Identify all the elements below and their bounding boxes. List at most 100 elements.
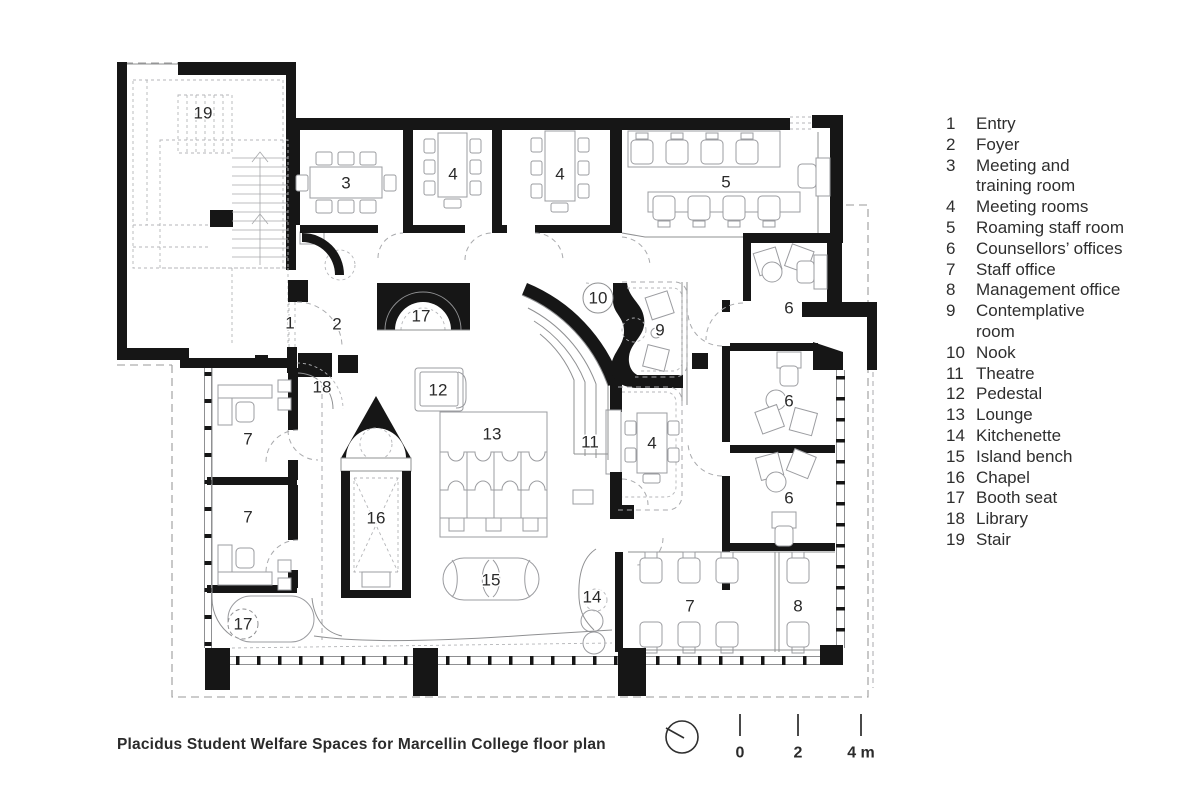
counsellor-offices-walls xyxy=(681,233,877,590)
legend-item-label: Booth seat xyxy=(976,488,1058,508)
room-number-label: 14 xyxy=(583,588,602,607)
legend-item: 7 Staff office xyxy=(946,260,1146,281)
room-number-label: 12 xyxy=(429,381,448,400)
legend-item-number: 1 xyxy=(946,114,956,133)
room-number-label: 2 xyxy=(332,315,341,334)
legend-item-number: 7 xyxy=(946,259,956,279)
legend-item-label: Meeting rooms xyxy=(976,197,1089,217)
scale-label: 2 xyxy=(794,745,803,762)
booth-arch xyxy=(377,283,470,331)
legend-item: 6 Counsellors’ offices xyxy=(946,239,1146,260)
left-offices xyxy=(180,358,319,648)
legend-item-label: Library xyxy=(976,509,1028,529)
room3-furniture xyxy=(295,151,397,214)
room-number-label: 9 xyxy=(655,321,664,340)
legend-item-label: Theatre xyxy=(976,363,1035,383)
legend-item-label: Island bench xyxy=(976,446,1073,466)
room-number-label: 4 xyxy=(448,165,457,184)
room-number-label: 7 xyxy=(243,508,252,527)
theatre-walls xyxy=(522,283,634,519)
legend-item-number: 8 xyxy=(946,280,956,300)
north-arrow-icon xyxy=(665,720,699,754)
legend-item-number: 12 xyxy=(946,384,965,404)
room-number-label: 4 xyxy=(647,434,656,453)
room-number-label: 6 xyxy=(784,392,793,411)
legend-item-number: 18 xyxy=(946,509,965,529)
legend-item-label: Pedestal xyxy=(976,384,1043,404)
room-number-label: 19 xyxy=(194,104,213,123)
room-number-label: 7 xyxy=(243,430,252,449)
legend-item-label: Nook xyxy=(976,342,1016,362)
room-number-label: 16 xyxy=(367,509,386,528)
legend-item-number: 3 xyxy=(946,155,956,175)
room-number-label: 7 xyxy=(685,597,694,616)
room-number-label: 10 xyxy=(589,289,608,308)
bottom-offices xyxy=(615,537,835,654)
room-number-label: 11 xyxy=(581,433,599,452)
room-number-label: 17 xyxy=(234,615,253,634)
legend-item-label: Staff office xyxy=(976,259,1056,279)
top-rooms-walls xyxy=(290,115,843,266)
counsellor-offices-furniture xyxy=(752,243,828,547)
bottom-booth-and-floor-edge xyxy=(211,368,613,649)
room4-centre xyxy=(618,386,683,511)
legend-item-number: 10 xyxy=(946,342,965,362)
legend-item-label: Kitchenette xyxy=(976,425,1062,445)
legend-item-label: Lounge xyxy=(976,405,1033,425)
legend-item-label: Counsellors’ offices xyxy=(976,238,1123,258)
room-number-label: 6 xyxy=(784,299,793,318)
legend-item-number: 5 xyxy=(946,217,956,237)
room-label-circle xyxy=(582,282,614,314)
room-number-label: 1 xyxy=(285,314,294,333)
legend-item-label: Chapel xyxy=(976,467,1030,487)
legend-item: 10 Nook xyxy=(946,343,1146,364)
scale-label: 0 xyxy=(736,745,745,762)
legend-item-number: 17 xyxy=(946,488,965,508)
chapel xyxy=(340,396,412,598)
legend-item-label: Entry xyxy=(976,114,1016,133)
legend-item-label: Contemplative room xyxy=(976,301,1085,341)
legend-item-label: Foyer xyxy=(976,134,1020,154)
room-number-label: 17 xyxy=(412,307,431,326)
legend-item: 19 Stair xyxy=(946,530,1146,551)
entry-foyer-walls xyxy=(255,231,358,410)
room-number-label: 8 xyxy=(793,597,802,616)
legend-item: 18 Library xyxy=(946,509,1146,530)
legend-item-label: Stair xyxy=(976,529,1011,549)
scale-bar: 0 2 4 m xyxy=(736,714,875,762)
scale-label: 4 m xyxy=(847,745,875,762)
legend-item: 13 Lounge xyxy=(946,405,1146,426)
legend-item: 1 Entry xyxy=(946,114,1146,135)
legend-item-number: 19 xyxy=(946,529,965,549)
legend-item-number: 16 xyxy=(946,467,965,487)
nook-room9 xyxy=(585,281,688,388)
room-number-label: 5 xyxy=(721,173,730,192)
room-number-label: 6 xyxy=(784,489,793,508)
site-boundary-dashed xyxy=(117,62,874,698)
legend-item-number: 13 xyxy=(946,405,965,425)
kitchenette xyxy=(572,489,608,655)
legend-item: 5 Roaming staff room xyxy=(946,218,1146,239)
legend-item-number: 11 xyxy=(946,363,964,383)
pedestal xyxy=(414,367,467,412)
room5-furniture xyxy=(621,130,831,238)
room-number-label: 3 xyxy=(341,174,350,193)
plan-caption: Placidus Student Welfare Spaces for Marc… xyxy=(117,736,606,753)
room-number-label: 18 xyxy=(313,378,332,397)
island-bench xyxy=(442,557,540,601)
stair-treads xyxy=(133,80,289,346)
room-label-circle xyxy=(227,608,259,640)
legend-item: 11 Theatre xyxy=(946,364,1146,385)
legend-item-number: 6 xyxy=(946,238,956,258)
legend-item-label: Roaming staff room xyxy=(976,217,1125,237)
